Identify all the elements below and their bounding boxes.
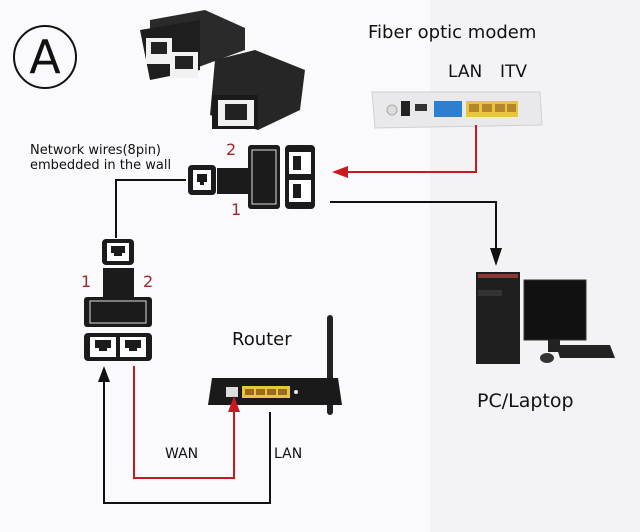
- splitter-photo: [140, 10, 305, 130]
- fiber-modem-device: [371, 91, 543, 129]
- splitter-top-port-2: 2: [226, 140, 237, 159]
- wan-label: WAN: [165, 446, 199, 462]
- wall-wires-label-2: embedded in the wall: [30, 158, 172, 173]
- pc-device: [476, 272, 615, 364]
- wire-wan: [133, 366, 235, 479]
- wire-lan-return: [103, 380, 271, 504]
- splitter-top-port-1: 1: [231, 200, 242, 219]
- modem-itv-label: ITV: [500, 62, 528, 82]
- arrow-pc: [490, 248, 502, 266]
- splitter-left-port-1: 1: [81, 272, 92, 291]
- splitter-left-diagram: [84, 239, 152, 361]
- splitter-top-diagram: [188, 145, 315, 209]
- arrow-wan-red: [228, 396, 240, 412]
- router-device: [208, 315, 342, 415]
- wire-wall: [115, 179, 186, 238]
- wall-wires-label-1: Network wires(8pin): [30, 143, 162, 158]
- modem-lan-label: LAN: [448, 62, 483, 82]
- router-title: Router: [232, 329, 292, 350]
- pc-label: PC/Laptop: [477, 390, 574, 412]
- splitter-left-port-2: 2: [143, 272, 154, 291]
- modem-title: Fiber optic modem: [368, 22, 537, 43]
- lan-label: LAN: [274, 446, 303, 462]
- arrow-lan-black: [98, 366, 110, 382]
- wire-modem-to-splitter: [345, 125, 477, 173]
- badge-a: A: [13, 25, 77, 89]
- wire-splitter-to-pc: [330, 201, 497, 250]
- arrow-modem-red: [332, 166, 348, 178]
